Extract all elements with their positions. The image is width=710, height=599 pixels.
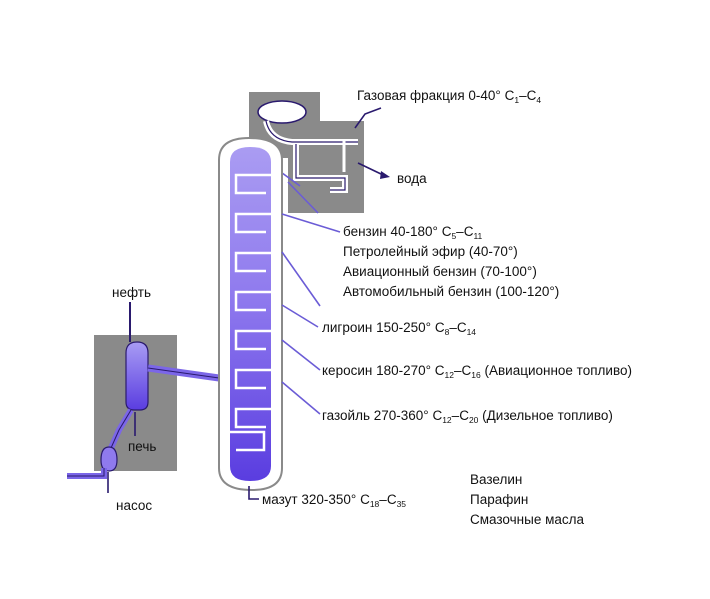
furnace-unit bbox=[67, 302, 220, 493]
oil-label: нефть bbox=[112, 285, 151, 300]
fuel-oil-label: мазут 320-350° C18–C35 bbox=[262, 492, 407, 509]
column-trays bbox=[230, 173, 271, 452]
distillation-column bbox=[218, 136, 283, 500]
furnace-label: печь bbox=[128, 439, 157, 454]
gasoil-label: газойль 270-360° C12–C20 (Дизельное топл… bbox=[322, 408, 613, 425]
kerosene-label: керосин 180-270° C12–C16 (Авиационное то… bbox=[322, 363, 632, 380]
vaseline-label: Вазелин bbox=[470, 472, 523, 487]
petroleum-ether-label: Петролейный эфир (40-70°) bbox=[343, 244, 518, 259]
gas-fraction-label: Газовая фракция 0-40° C1–C4 bbox=[357, 88, 542, 105]
pump-label: насос bbox=[116, 498, 153, 513]
ligroin-label: лигроин 150-250° C8–C14 bbox=[322, 320, 477, 337]
condenser-unit bbox=[249, 92, 390, 214]
aviation-gasoline-label: Авиационный бензин (70-100°) bbox=[343, 264, 537, 279]
lubricating-oils-label: Смазочные масла bbox=[470, 512, 585, 527]
fraction-lines bbox=[281, 213, 341, 415]
motor-gasoline-label: Автомобильный бензин (100-120°) bbox=[343, 284, 560, 299]
paraffin-label: Парафин bbox=[470, 492, 529, 507]
water-label: вода bbox=[397, 171, 427, 186]
gasoline-label: бензин 40-180° C5–C11 bbox=[343, 224, 483, 241]
